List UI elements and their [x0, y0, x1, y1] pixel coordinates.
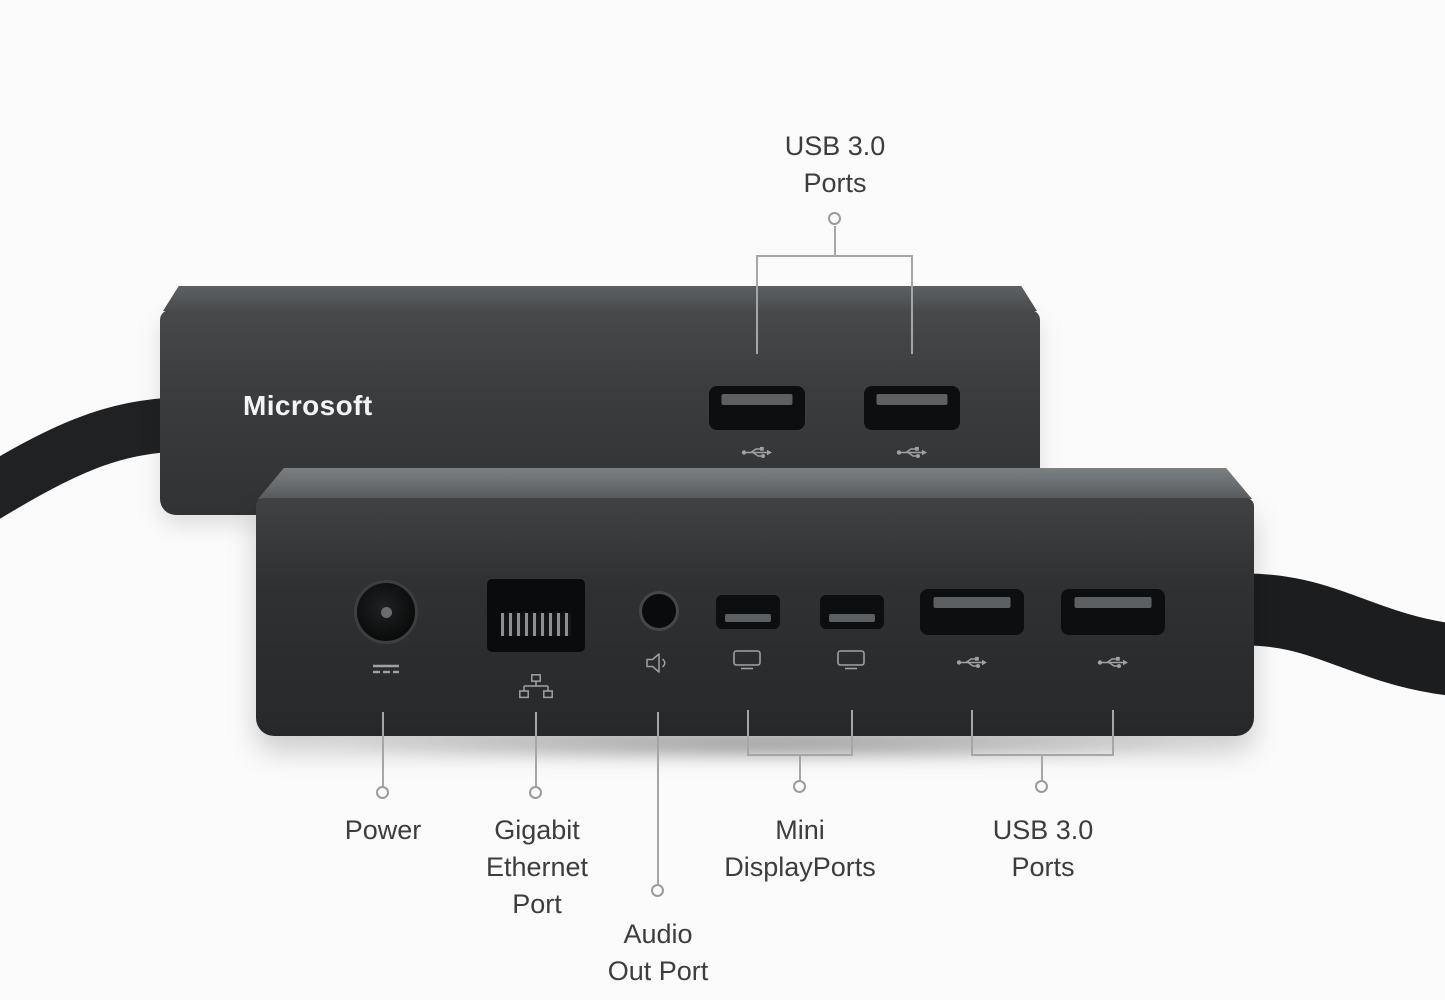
usb-port-front-1: [920, 589, 1024, 635]
power-port-pin: [381, 607, 392, 618]
callout-line: [834, 226, 836, 256]
label-line: DisplayPorts: [724, 852, 876, 882]
usb-icon: [956, 656, 987, 668]
back-dock-top-face: [163, 286, 1037, 311]
audio-out-port: [639, 591, 679, 631]
usb-icon: [896, 446, 927, 458]
callout-dot-audio: [651, 884, 664, 897]
left-power-cable: [0, 397, 212, 519]
label-line: Ports: [1011, 852, 1075, 882]
right-host-cable: [1192, 573, 1445, 696]
callout-line: [747, 710, 749, 756]
power-label: Power: [303, 812, 463, 849]
callout-dot-ethernet: [529, 786, 542, 799]
display-icon: [733, 650, 761, 670]
mini-displayport-2: [820, 595, 884, 629]
ethernet-port-pins: [501, 613, 571, 636]
audio-label: Audio Out Port: [568, 916, 748, 990]
callout-line: [851, 710, 853, 756]
callout-line: [756, 255, 913, 257]
usb-port-back-2: [864, 386, 960, 430]
callout-dot-minidp: [793, 780, 806, 793]
usb-port-back-1: [709, 386, 805, 430]
label-line: Out Port: [607, 956, 709, 986]
usb-bottom-label: USB 3.0 Ports: [953, 812, 1133, 886]
callout-line: [535, 712, 537, 786]
label-line: Audio: [623, 919, 693, 949]
callout-dot-usb-bottom: [1035, 780, 1048, 793]
usb-icon: [1097, 656, 1128, 668]
callout-line: [1041, 754, 1043, 780]
ethernet-label: Gigabit Ethernet Port: [447, 812, 627, 923]
label-line: Ports: [803, 168, 867, 198]
callout-line: [657, 712, 659, 884]
speaker-icon: [646, 653, 666, 673]
mini-displayports-label: Mini DisplayPorts: [680, 812, 920, 886]
label-line: Ethernet: [485, 852, 589, 882]
callout-line: [971, 710, 973, 756]
microsoft-logo: Microsoft: [243, 390, 373, 421]
usb-connector-tab: [721, 394, 793, 405]
callout-line: [799, 754, 801, 780]
label-line: Power: [344, 815, 422, 845]
callout-line: [756, 255, 758, 354]
callout-dot-usb-top: [828, 212, 841, 225]
callout-line: [1112, 710, 1114, 756]
display-icon: [837, 650, 865, 670]
label-line: Port: [512, 889, 562, 919]
callout-line: [911, 255, 913, 354]
usb-connector-tab: [933, 597, 1011, 608]
label-line: USB 3.0: [784, 131, 886, 161]
usb-connector-tab: [876, 394, 948, 405]
callout-dot-power: [376, 786, 389, 799]
usb-connector-tab: [1074, 597, 1152, 608]
label-line: Gigabit: [494, 815, 580, 845]
usb-icon: [741, 446, 772, 458]
front-dock-top-face: [258, 468, 1252, 499]
usb-port-front-2: [1061, 589, 1165, 635]
label-line: USB 3.0: [992, 815, 1094, 845]
callout-line: [382, 712, 384, 786]
mini-displayport-1: [716, 595, 780, 629]
ethernet-network-icon: [519, 674, 553, 699]
displayport-connector-tab: [828, 614, 876, 622]
usb-top-label: USB 3.0 Ports: [735, 128, 935, 202]
label-line: Mini: [775, 815, 825, 845]
dc-power-icon: [373, 664, 399, 674]
displayport-connector-tab: [724, 614, 772, 622]
